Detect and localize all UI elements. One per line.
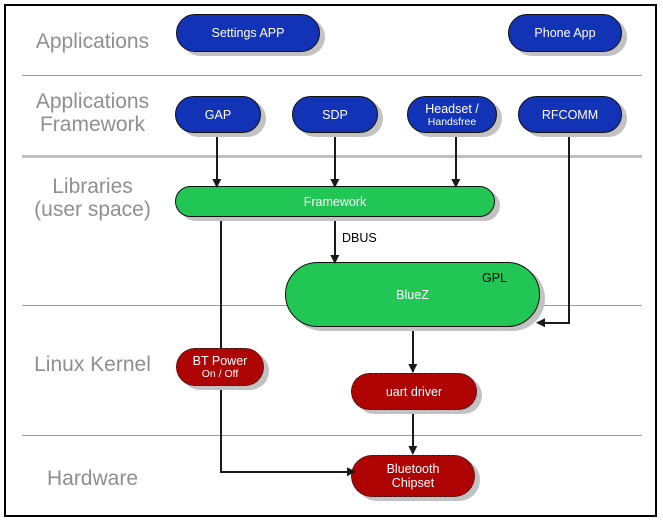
edge-rfcomm-horizontal [540, 322, 570, 324]
node-rfcomm-label: RFCOMM [541, 107, 599, 122]
divider-linux-kernel [22, 435, 642, 436]
node-bt-chipset[interactable]: Bluetooth Chipset [351, 455, 475, 497]
node-bt-power-sublabel: On / Off [201, 368, 239, 380]
node-gap-label: GAP [204, 107, 232, 122]
edge-framework-to-bluez [334, 217, 336, 263]
edge-bluez-to-uart [412, 326, 414, 372]
node-bt-chipset-sublabel: Chipset [391, 476, 435, 490]
edge-headset-to-framework [455, 135, 457, 187]
node-bluez-label: BlueZ [396, 287, 429, 302]
edge-framework-rail-horizontal [220, 471, 352, 473]
node-rfcomm[interactable]: RFCOMM [518, 96, 622, 133]
diagram-frame [4, 4, 657, 517]
edge-sdp-to-framework [334, 135, 336, 187]
node-phone-app-label: Phone App [534, 26, 596, 40]
divider-applications [22, 75, 642, 76]
edge-rfcomm-vertical [568, 135, 570, 323]
layer-label-linux-kernel: Linux Kernel [34, 353, 151, 376]
node-phone-app[interactable]: Phone App [508, 14, 622, 52]
node-bt-chipset-label: Bluetooth [386, 462, 440, 476]
edge-gap-to-framework [216, 135, 218, 187]
node-uart-driver-label: uart driver [385, 384, 443, 399]
node-settings-app-label: Settings APP [211, 26, 285, 40]
edge-framework-rail-vertical [220, 215, 222, 473]
edge-label-dbus: DBUS [340, 231, 379, 245]
node-framework[interactable]: Framework [175, 186, 495, 217]
node-settings-app[interactable]: Settings APP [176, 14, 320, 52]
node-bt-power-label: BT Power [192, 354, 248, 368]
node-sdp[interactable]: SDP [292, 96, 378, 133]
layer-label-applications-framework: Applications Framework [35, 90, 150, 136]
node-bluez[interactable]: BlueZ [285, 262, 540, 327]
annotation-gpl: GPL [482, 271, 508, 285]
layer-label-hardware: Hardware [46, 467, 139, 490]
node-gap[interactable]: GAP [175, 96, 261, 133]
layer-label-libraries: Libraries (user space) [34, 175, 151, 221]
node-headset[interactable]: Headset / Handsfree [407, 96, 497, 133]
node-uart-driver[interactable]: uart driver [351, 373, 477, 410]
edge-uart-to-chipset [412, 409, 414, 453]
node-framework-label: Framework [303, 194, 367, 209]
node-bt-power[interactable]: BT Power On / Off [176, 348, 264, 386]
node-headset-sublabel: Handsfree [427, 115, 477, 128]
divider-applications-framework [22, 155, 642, 158]
node-sdp-label: SDP [322, 107, 348, 122]
layer-label-applications: Applications [35, 30, 150, 53]
node-headset-label: Headset / [425, 101, 479, 116]
